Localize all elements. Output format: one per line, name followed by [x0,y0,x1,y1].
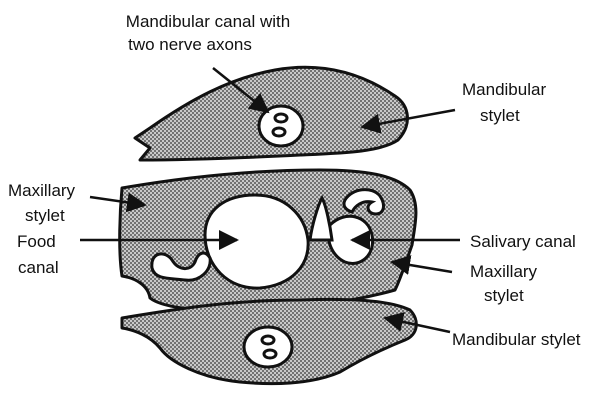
nerve-axon-bottom-1 [262,336,274,344]
label-maxillary-stylet-right-line1: Maxillary [470,262,538,281]
label-mandibular-stylet-top-line2: stylet [480,106,520,125]
label-food-canal-line1: Food [17,232,56,251]
label-maxillary-stylet-left-line1: Maxillary [8,181,76,200]
nerve-axon-top-2 [273,128,285,136]
food-canal [205,195,308,288]
label-salivary-canal: Salivary canal [470,232,576,251]
label-maxillary-stylet-right-line2: stylet [484,286,524,305]
mandibular-stylet-top [135,67,407,160]
label-mandibular-canal-line2: two nerve axons [128,35,252,54]
label-mandibular-canal-line1: Mandibular canal with [126,12,290,31]
mandibular-canal-top [259,106,303,146]
label-maxillary-stylet-left-line2: stylet [25,206,65,225]
mandibular-canal-bottom [244,327,292,367]
label-food-canal-line2: canal [18,258,59,277]
nerve-axon-top-1 [275,114,287,122]
nerve-axon-bottom-2 [264,350,276,358]
label-mandibular-stylet-bottom: Mandibular stylet [452,330,581,349]
label-mandibular-stylet-top-line1: Mandibular [462,80,546,99]
mandibular-stylet-bottom [122,299,416,383]
